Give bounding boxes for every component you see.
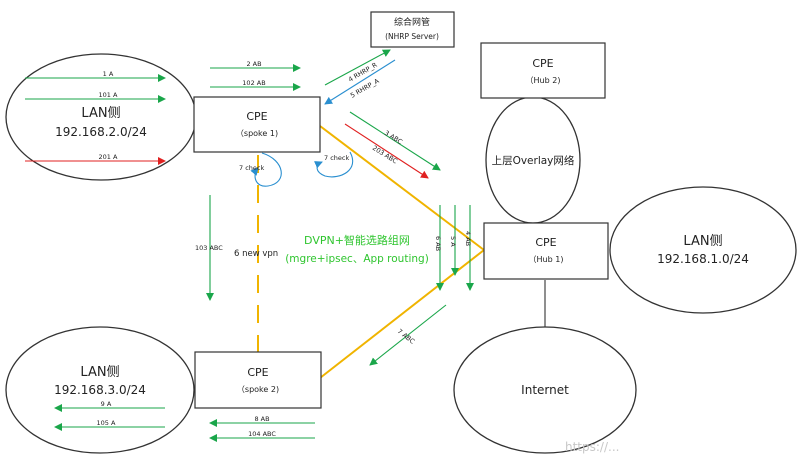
label-4ab: 4 AB <box>464 231 472 246</box>
label-3abc: 3 ABC <box>383 129 404 146</box>
center-label-line2: (mgre+ipsec、App routing) <box>285 253 429 265</box>
spoke2-title: CPE <box>247 366 268 379</box>
lan2-title: LAN侧 <box>81 106 120 121</box>
label-103abc: 103 ABC <box>195 244 223 252</box>
spoke1-subtitle: （spoke 1) <box>236 129 278 138</box>
nhrp-title: 综合网管 <box>394 16 430 28</box>
internet-label: Internet <box>521 383 569 397</box>
spoke2-cpe-box <box>194 351 322 409</box>
label-7-check-right: 7 check <box>324 154 349 162</box>
arrow-4-rhrp-r <box>324 49 391 86</box>
lan3-title: LAN侧 <box>80 365 119 380</box>
hub1-cpe-box <box>483 222 609 280</box>
tunnel-lines <box>257 125 485 379</box>
arrow-5-rhrp-a <box>324 59 396 105</box>
label-8ab: 8 AB <box>254 415 269 423</box>
label-203abc: 203 ABC <box>371 144 399 166</box>
spoke2-subtitle: （spoke 2) <box>237 385 279 394</box>
tunnel-spoke2-hub1 <box>319 249 485 379</box>
label-201a: 201 A <box>99 153 118 161</box>
lan1-ellipse <box>609 186 797 314</box>
hub2-title: CPE <box>532 57 553 70</box>
overlay-label: 上层Overlay网络 <box>492 154 575 167</box>
hub1-subtitle: （Hub 1) <box>529 255 564 264</box>
label-1a: 1 A <box>103 70 114 78</box>
hub2-subtitle: （Hub 2) <box>526 76 561 85</box>
tunnel-spoke1-hub1 <box>319 125 485 251</box>
label-2ab: 2 AB <box>246 60 261 68</box>
arrow-7abc <box>369 304 447 366</box>
check-loop-right <box>313 151 353 178</box>
spoke1-title: CPE <box>246 110 267 123</box>
nhrp-server-box <box>370 11 455 48</box>
hub2-cpe-box <box>480 42 606 99</box>
arrow-203abc <box>344 123 429 179</box>
lan1-subnet: 192.168.1.0/24 <box>657 252 749 266</box>
lan2-subnet: 192.168.2.0/24 <box>55 125 147 139</box>
lan3-ellipse <box>5 326 195 454</box>
label-5a: 5 A <box>449 236 457 247</box>
label-9a: 9 A <box>101 400 112 408</box>
label-102ab: 102 AB <box>242 79 265 87</box>
label-7abc: 7 ABC <box>396 327 417 346</box>
label-105a: 105 A <box>97 419 116 427</box>
label-7-check-left: 7 check <box>239 164 264 172</box>
internet-ellipse <box>453 326 637 454</box>
label-104abc: 104 ABC <box>248 430 276 438</box>
check-loop-left <box>250 152 282 187</box>
label-6-new-vpn: 6 new vpn <box>234 249 278 259</box>
hub1-title: CPE <box>535 236 556 249</box>
spoke1-cpe-box <box>193 96 321 153</box>
label-6ab: 6 AB <box>434 236 442 251</box>
nhrp-subtitle: (NHRP Server) <box>385 32 439 41</box>
lan1-title: LAN侧 <box>683 234 722 249</box>
center-label-line1: DVPN+智能选路组网 <box>304 233 410 247</box>
label-101a: 101 A <box>99 91 118 99</box>
arrow-3abc <box>349 111 441 171</box>
watermark-text: https://... <box>565 440 619 454</box>
lan3-subnet: 192.168.3.0/24 <box>54 383 146 397</box>
